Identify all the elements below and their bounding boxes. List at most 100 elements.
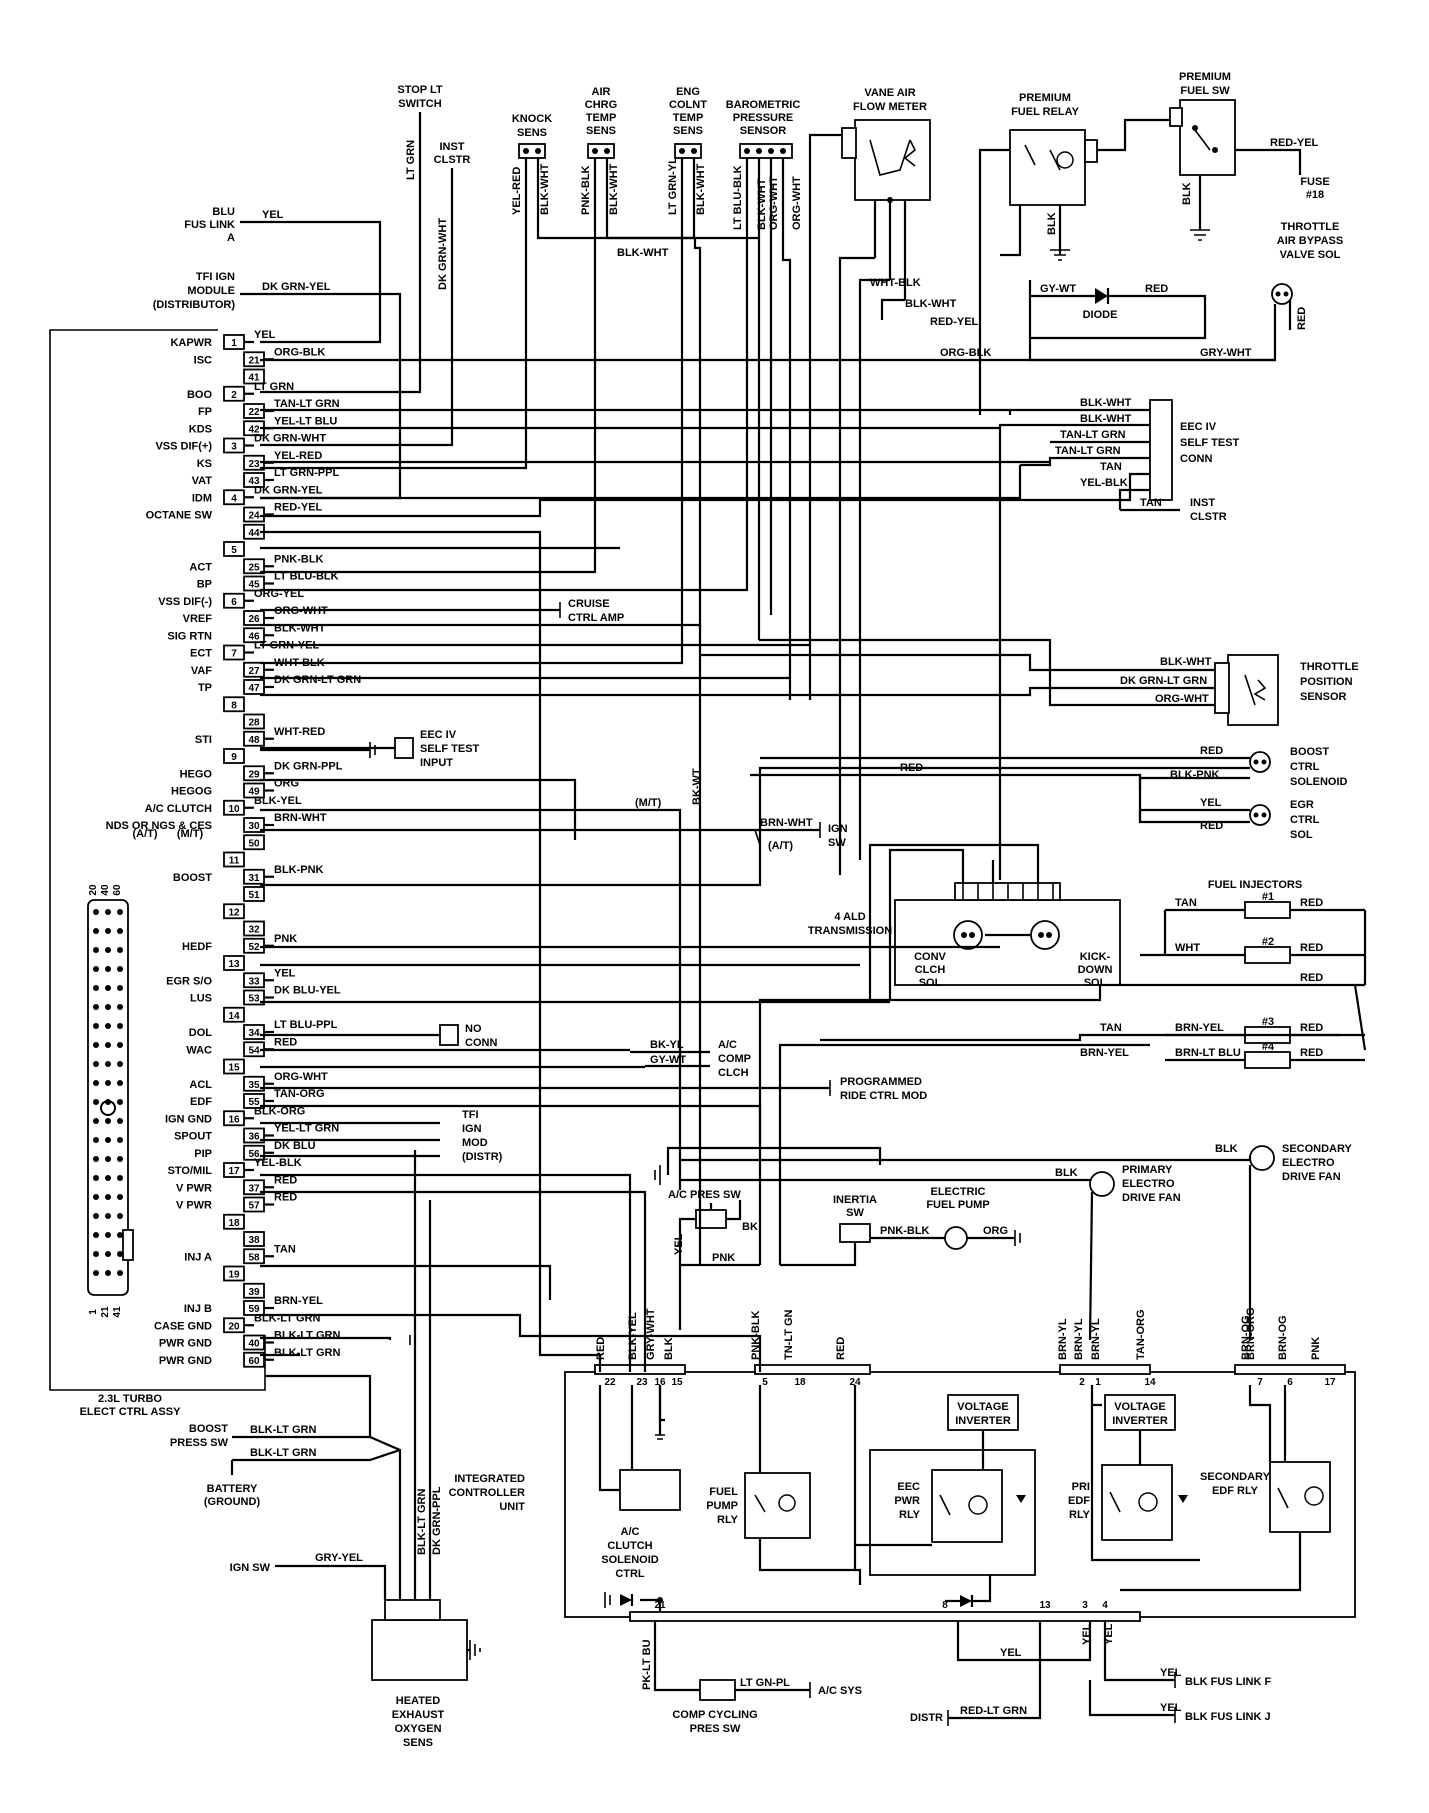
pin-wire-color: DK GRN-YEL	[254, 484, 323, 496]
injector-body	[1244, 901, 1291, 919]
pin-number: 54	[248, 1045, 260, 1056]
connector-pin-dot	[93, 947, 99, 953]
acc-1: A/C	[621, 1526, 640, 1538]
stop-lt-1: STOP LT	[397, 84, 443, 96]
distr-wire: RED-LT GRN	[960, 1705, 1027, 1717]
inertia-sw: INERTIA SW PNK-BLK	[833, 1194, 945, 1243]
connector-pin-dot	[117, 1042, 123, 1048]
pin-name: HEGOG	[171, 786, 212, 798]
baro-1: BAROMETRIC	[726, 99, 801, 111]
pin-box	[223, 955, 245, 971]
pin-number: 19	[228, 1270, 240, 1281]
pin-wire-color: RED	[274, 1036, 297, 1048]
vi2-1: VOLTAGE	[1114, 1401, 1166, 1413]
pin-name: V PWR	[176, 1200, 212, 1212]
connector-pin-dot	[105, 1118, 111, 1124]
pin-name: EDF	[190, 1096, 212, 1108]
pin-wire-color: DK BLU-YEL	[274, 985, 341, 997]
ign-sw2-wire: BRN-WHT	[760, 817, 813, 829]
icu-wire-label: GRY-WHT	[645, 1308, 657, 1360]
pin-box	[223, 1213, 245, 1230]
ho2s-3: OXYGEN	[394, 1723, 441, 1735]
pin-wire-color: YEL	[274, 967, 296, 979]
baro-pressure-sensor: BAROMETRIC PRESSURE SENSOR LT BLU-BLK BL…	[260, 99, 803, 700]
stc-wire-1: BLK-WHT	[1080, 397, 1132, 409]
pin-number: 55	[248, 1097, 260, 1108]
icu-pin-number: 7	[1257, 1377, 1263, 1388]
vi1-1: VOLTAGE	[957, 1401, 1009, 1413]
injector-body	[1244, 1051, 1291, 1069]
injector-number: #4	[1262, 1041, 1275, 1053]
pin-number: 15	[228, 1063, 240, 1074]
pin-name: STO/MIL	[168, 1165, 213, 1177]
relay-blk: BLK	[1046, 212, 1058, 235]
pin-number: 16	[228, 1114, 240, 1125]
eec-self-test-input: EEC IV SELF TEST INPUT	[260, 729, 480, 769]
pin-name: PWR GND	[159, 1338, 212, 1350]
icu-pin-number: 6	[1287, 1377, 1293, 1388]
conn-pin-40: 40	[100, 884, 111, 896]
pin-box	[223, 903, 245, 920]
pin-box	[223, 541, 245, 557]
egr-2: CTRL	[1290, 814, 1320, 826]
pin-number: 28	[248, 718, 260, 729]
ign-sw2-1: IGN	[828, 823, 848, 835]
pin-number: 25	[248, 562, 260, 573]
knock-wire-2: BLK-WHT	[539, 163, 551, 215]
tps-wire-2: DK GRN-LT GRN	[1120, 675, 1207, 687]
throttle-air-bypass: THROTTLE AIR BYPASS VALVE SOL RED	[1030, 221, 1343, 362]
no-conn: NO CONN	[260, 1023, 497, 1049]
icu-pin-number: 2	[1079, 1377, 1085, 1388]
vaf-1: VANE AIR	[864, 87, 915, 99]
tab-3: VALVE SOL	[1280, 249, 1341, 261]
pin-name: KAPWR	[170, 337, 212, 349]
icu-wire-label: TAN-ORG	[1135, 1309, 1147, 1360]
bcs-2: CTRL	[1290, 761, 1320, 773]
injector-number: #1	[1262, 891, 1274, 903]
connector-pin-dot	[93, 1213, 99, 1219]
pin-name: VSS DIF(-)	[158, 596, 212, 608]
primary-fan: PRIMARY ELECTRO DRIVE FAN BLK	[680, 1164, 1181, 1341]
pin-name: ACL	[189, 1079, 212, 1091]
pin-number: 26	[248, 614, 260, 625]
pin-wire-color: LT GRN	[254, 381, 294, 393]
vaf-wiring: WHT-BLK BLK-WHT RED-YEL ORG-BLK GRY-WHT	[260, 256, 1275, 875]
pin-number: 6	[231, 597, 237, 608]
pin-name: VAT	[192, 475, 213, 487]
pin-wire-color: TAN-ORG	[274, 1088, 325, 1100]
pin-name: ISC	[194, 354, 212, 366]
pin-box	[223, 696, 245, 713]
conv-1: CONV	[914, 951, 946, 963]
connector-pin-dot	[93, 909, 99, 915]
pin-name: HEDF	[182, 941, 212, 953]
ign-sw-label: IGN SW	[230, 1562, 271, 1574]
injector-in-label: BRN-YEL	[1175, 1022, 1224, 1034]
ho2s-4: SENS	[403, 1737, 433, 1749]
pin-name: KDS	[189, 423, 212, 435]
pin-number: 12	[228, 907, 240, 918]
connector-pin-dot	[93, 1251, 99, 1257]
connector-pin-dot	[105, 966, 111, 972]
pin-number: 9	[231, 752, 237, 763]
connector-pin-dot	[117, 1137, 123, 1143]
comp-wire-2: LT GN-PL	[740, 1677, 790, 1689]
egr-3: SOL	[1290, 829, 1313, 841]
inst-clstr2-1: INST	[1190, 497, 1215, 509]
pin-name: BP	[197, 579, 212, 591]
connector-pin-dot	[117, 947, 123, 953]
pin-number: 60	[248, 1356, 260, 1367]
diode: DIODE GY-WT RED	[1028, 280, 1207, 360]
pin-number: 51	[248, 890, 260, 901]
sec-edf-1: SECONDARY	[1200, 1471, 1271, 1483]
connector-pin-dot	[117, 1061, 123, 1067]
isc-wire-1: ORG-BLK	[940, 347, 991, 359]
ac-comp-1: A/C	[718, 1039, 737, 1051]
pin-number: 24	[248, 511, 260, 522]
connector-pin-dot	[93, 1023, 99, 1029]
red-feed: RED	[750, 762, 1142, 790]
pin-wire-color: LT BLU-PPL	[274, 1019, 338, 1031]
connector-pin-dot	[117, 1175, 123, 1181]
sf-2: ELECTRO	[1282, 1157, 1335, 1169]
prm-2: RIDE CTRL MOD	[840, 1090, 927, 1102]
icu-pin-number: 5	[762, 1377, 768, 1388]
